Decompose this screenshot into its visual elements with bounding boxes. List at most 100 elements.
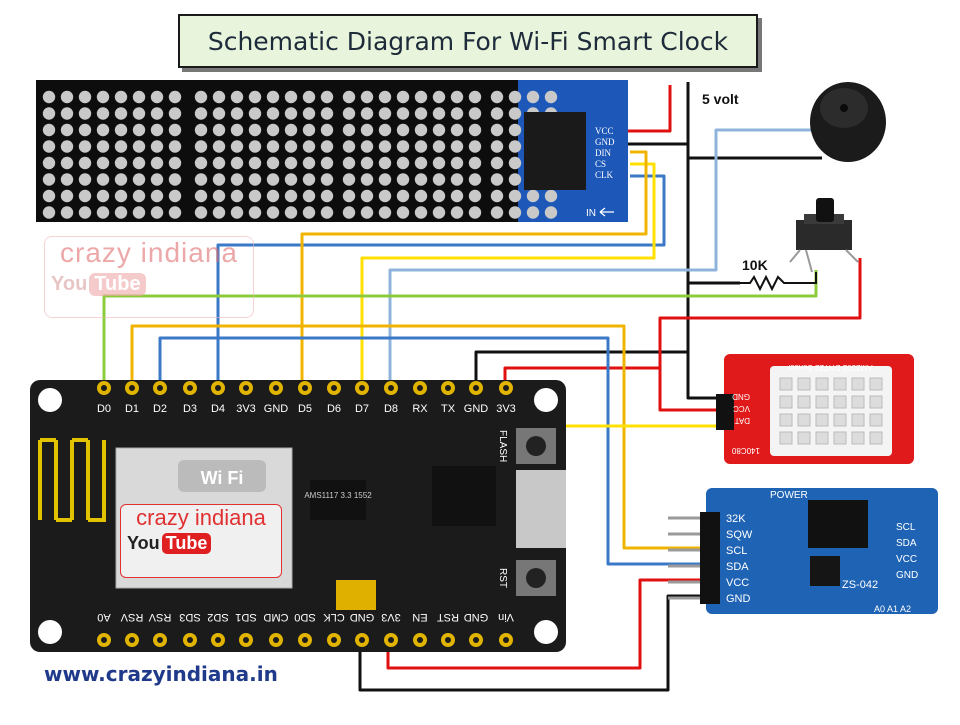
dht-vent: [797, 413, 811, 427]
matrix-led: [194, 189, 208, 203]
pin-pad-hole: [243, 385, 249, 391]
matrix-led: [508, 90, 522, 104]
matrix-led: [114, 107, 128, 120]
matrix-led: [450, 206, 464, 219]
pin-pad-hole: [388, 385, 394, 391]
watermark-text-board: crazy indiana: [136, 505, 266, 530]
rtc-pin-scl: SCL: [726, 545, 747, 557]
button-cap: [816, 198, 834, 222]
matrix-led: [360, 156, 374, 170]
dht-vent: [851, 377, 865, 391]
pin-label-rst: RST: [437, 611, 459, 623]
matrix-led: [96, 189, 110, 203]
matrix-led: [78, 123, 92, 137]
matrix-led: [266, 189, 280, 203]
dht-vent: [779, 431, 793, 445]
matrix-led: [114, 123, 128, 137]
flash-label: FLASH: [497, 430, 508, 462]
micro-usb-port[interactable]: [516, 470, 566, 548]
pin-label-gnd-b: GND: [464, 403, 489, 415]
matrix-led: [78, 140, 92, 153]
pin-pad-hole: [157, 385, 163, 391]
matrix-led: [342, 123, 356, 137]
rtc-model: ZS-042: [842, 579, 878, 591]
matrix-led: [544, 90, 558, 104]
pin-pad-hole: [215, 385, 221, 391]
matrix-led: [378, 140, 392, 153]
buzzer: [810, 82, 886, 162]
matrix-led: [450, 140, 464, 153]
matrix-led: [320, 123, 334, 137]
pin-pad-hole: [129, 637, 135, 643]
matrix-led: [490, 90, 504, 104]
matrix-led: [212, 90, 226, 104]
matrix-led: [42, 156, 56, 170]
matrix-led: [342, 140, 356, 153]
matrix-led: [342, 107, 356, 120]
matrix-led: [432, 173, 446, 186]
matrix-pin-labels: VCC GND DIN CS CLK: [595, 126, 615, 180]
matrix-led: [114, 90, 128, 104]
matrix-led: [150, 189, 164, 203]
wire-d1-scl: [130, 324, 710, 550]
rtc-pin-gnd: GND: [726, 593, 751, 605]
matrix-led: [60, 90, 74, 104]
pin-label-sd3: SD3: [179, 611, 200, 623]
dht-vent: [797, 377, 811, 391]
matrix-led: [302, 173, 316, 186]
rtc-pin-sqw: SQW: [726, 529, 753, 541]
dht-vent: [815, 377, 829, 391]
matrix-led: [396, 206, 410, 219]
matrix-led: [212, 206, 226, 219]
matrix-led: [468, 123, 482, 137]
matrix-led: [544, 189, 558, 203]
matrix-led: [432, 189, 446, 203]
dht-vent: [779, 377, 793, 391]
matrix-led: [378, 90, 392, 104]
dht-header: [716, 394, 734, 430]
matrix-led: [468, 173, 482, 186]
matrix-dot-grid: [42, 90, 558, 219]
matrix-led: [42, 123, 56, 137]
matrix-led: [284, 173, 298, 186]
matrix-led: [78, 206, 92, 219]
pin-pad-hole: [359, 385, 365, 391]
matrix-led: [60, 107, 74, 120]
matrix-led: [414, 189, 428, 203]
matrix-led: [96, 173, 110, 186]
matrix-led: [96, 123, 110, 137]
matrix-led: [114, 156, 128, 170]
rtc-chip: [808, 500, 868, 548]
dht-vent: [797, 431, 811, 445]
pin-label-d6: D6: [327, 403, 341, 415]
matrix-led: [320, 189, 334, 203]
matrix-led: [168, 189, 182, 203]
footer-url[interactable]: www.crazyindiana.in: [44, 662, 278, 686]
pin-label-en: EN: [412, 611, 427, 623]
matrix-led: [114, 173, 128, 186]
wire-rtc-gnd: [358, 594, 710, 692]
matrix-led: [414, 156, 428, 170]
matrix-led: [490, 140, 504, 153]
pin-pad-hole: [503, 385, 509, 391]
matrix-led: [396, 156, 410, 170]
matrix-led: [132, 173, 146, 186]
pin-pad-hole: [473, 637, 479, 643]
matrix-led: [248, 156, 262, 170]
dht-vent: [869, 377, 883, 391]
matrix-led: [302, 107, 316, 120]
led-matrix-module: VCC GND DIN CS CLK IN: [36, 80, 628, 222]
matrix-led: [284, 140, 298, 153]
matrix-led: [60, 206, 74, 219]
matrix-led: [114, 189, 128, 203]
matrix-led: [212, 140, 226, 153]
dht-vent: [779, 395, 793, 409]
matrix-led: [60, 140, 74, 153]
wire-buzzer-signal: [388, 128, 812, 395]
pin-pad-hole: [359, 637, 365, 643]
matrix-led: [132, 189, 146, 203]
matrix-led: [360, 173, 374, 186]
matrix-led: [96, 156, 110, 170]
matrix-led: [508, 173, 522, 186]
